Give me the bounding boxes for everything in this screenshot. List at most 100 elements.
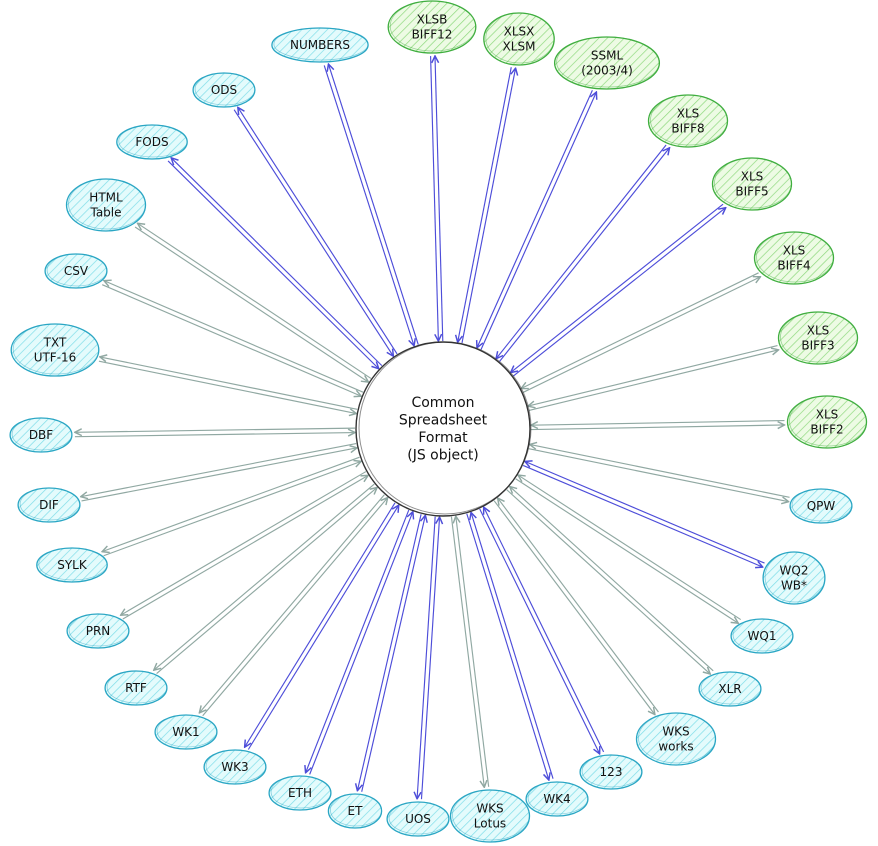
node-dbf: DBF [9,417,73,453]
node-label: WB* [781,579,807,593]
node-label: NUMBERS [290,38,350,52]
edge-dif [81,442,357,502]
edges-layer [75,56,790,799]
node-label: WK1 [172,725,199,739]
node-label: WK4 [543,792,570,806]
node-label: PRN [86,624,111,638]
center-label-line: (JS object) [407,447,479,463]
edge-wk1 [199,494,387,717]
node-label: RTF [125,681,147,695]
node-label: FODS [135,135,168,149]
edge-eth [306,509,413,775]
node-label: TXT [43,336,67,350]
node-label: WK3 [221,760,248,774]
node-label: WKS [476,802,503,816]
edge-xls-biff4 [521,272,760,393]
node-ssml: SSML(2003/4) [553,36,661,90]
node-wk1: WK1 [154,714,218,750]
node-label: DIF [39,498,59,512]
edge-wk3 [245,502,399,750]
edge-ssml [477,89,596,350]
edge-wq2-wb [522,461,765,567]
node-label: WKS [662,725,689,739]
node-dif: DIF [17,487,81,523]
edge-wq1 [515,475,742,623]
edge-sylk [102,456,361,557]
node-label: (2003/4) [581,64,633,78]
edge-rtf [154,483,377,674]
node-label: DBF [29,428,53,442]
edge-wk4 [466,512,554,780]
node-label: XLSX [504,25,535,39]
node-qpw: QPW [789,488,853,524]
node-label: UTF-16 [34,351,77,365]
node-label: Lotus [474,817,506,831]
edge-html-table [134,223,372,382]
edge-dbf [75,427,355,438]
edge-numbers [323,64,419,346]
node-label: BIFF4 [777,259,810,273]
node-ods: ODS [192,72,256,108]
node-label: XLSM [503,40,536,54]
node-csv: CSV [44,253,108,289]
node-wq1: WQ1 [730,618,794,654]
node-label: SSML [591,49,624,63]
node-label: XLS [741,170,764,184]
edge-uos [417,517,439,799]
node-label: ODS [211,83,237,97]
edge-xlsx-xlsm [458,67,516,343]
node-label: Table [89,206,121,220]
edge-xls-biff2 [531,419,785,431]
center-label-line: Common [411,395,474,411]
node-label: BIFF5 [735,185,768,199]
center-label-line: Spreadsheet [399,412,488,428]
node-label: XLS [783,244,806,258]
node-one-two-three: 123 [579,754,643,790]
node-label: works [658,740,693,754]
node-fods: FODS [116,124,188,160]
edge-wks-works [493,498,659,715]
edge-csv [101,281,364,397]
node-label: XLR [718,682,741,696]
node-label: ET [348,804,364,818]
edge-wks-lotus [450,516,490,787]
node-label: CSV [64,264,89,278]
node-wk4: WK4 [525,781,589,817]
node-label: XLS [807,324,830,338]
node-wk3: WK3 [203,749,267,785]
node-et: ET [327,793,383,829]
edge-xlsb-biff12 [430,56,444,341]
node-label: 123 [600,765,623,779]
node-eth: ETH [268,775,332,811]
node-label: BIFF8 [671,122,704,136]
edge-xlr [506,486,714,674]
center-label-line: Format [418,430,468,446]
node-label: WQ1 [748,629,777,643]
edge-xls-biff3 [528,345,779,411]
node-label: QPW [807,499,836,513]
node-uos: UOS [386,801,450,837]
edge-et [357,514,425,791]
edge-xls-biff8 [496,144,669,362]
edge-qpw [529,444,790,501]
node-label: UOS [405,812,431,826]
node-numbers: NUMBERS [271,27,369,63]
node-rtf: RTF [104,670,168,706]
node-label: BIFF2 [810,423,843,437]
node-label: WQ2 [780,564,809,578]
